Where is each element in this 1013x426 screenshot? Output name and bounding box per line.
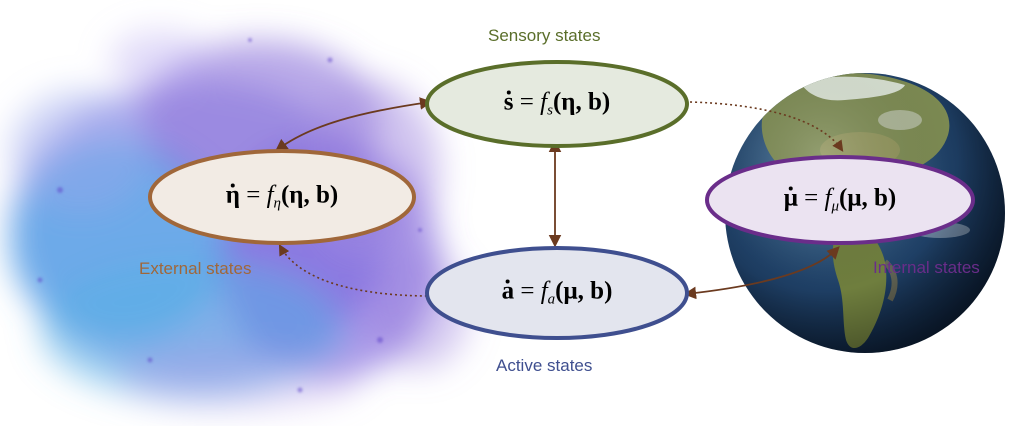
internal-lhs: μ (783, 184, 798, 212)
sensory-external-arrow (274, 97, 433, 152)
active-equation: a = fa(μ, b) (502, 278, 613, 309)
internal-args: (μ, b) (839, 184, 897, 212)
sensory-equation: s = fs(η, b) (504, 89, 610, 120)
internal-fn: f (824, 184, 832, 212)
active-equals: = (520, 277, 535, 305)
active-internal-arrow (683, 246, 840, 300)
active-states-node (425, 246, 689, 340)
active-args: (μ, b) (555, 277, 613, 305)
sensory-equals: = (519, 88, 534, 116)
sensory-fn-subscript: s (547, 102, 553, 119)
sensory-internal-dotted-arrow (689, 101, 844, 152)
external-fn: f (266, 181, 274, 209)
external-args: (η, b) (280, 181, 339, 209)
sensory-args: (η, b) (552, 88, 611, 116)
internal-states-label: Internal states (873, 258, 980, 277)
active-lhs: a (501, 277, 515, 305)
external-equation: η = fη(η, b) (226, 182, 338, 213)
active-fn-subscript: a (547, 291, 556, 308)
internal-states-node (705, 155, 975, 245)
internal-fn-subscript: μ (831, 198, 840, 215)
active-fn: f (540, 277, 548, 305)
active-external-dotted-arrow (278, 244, 433, 297)
sensory-lhs: s (503, 88, 514, 116)
connectors (274, 97, 844, 300)
external-states-label: External states (139, 259, 252, 278)
sensory-states-node (425, 60, 689, 148)
external-fn-subscript: η (273, 195, 281, 212)
sensory-states-label: Sensory states (488, 26, 601, 45)
external-lhs: η (225, 181, 240, 209)
internal-equation: μ = fμ(μ, b) (784, 185, 897, 216)
active-states-label: Active states (496, 356, 593, 375)
sensory-fn: f (540, 88, 548, 116)
external-states-node (148, 149, 416, 245)
external-equals: = (246, 181, 261, 209)
internal-equals: = (804, 184, 819, 212)
